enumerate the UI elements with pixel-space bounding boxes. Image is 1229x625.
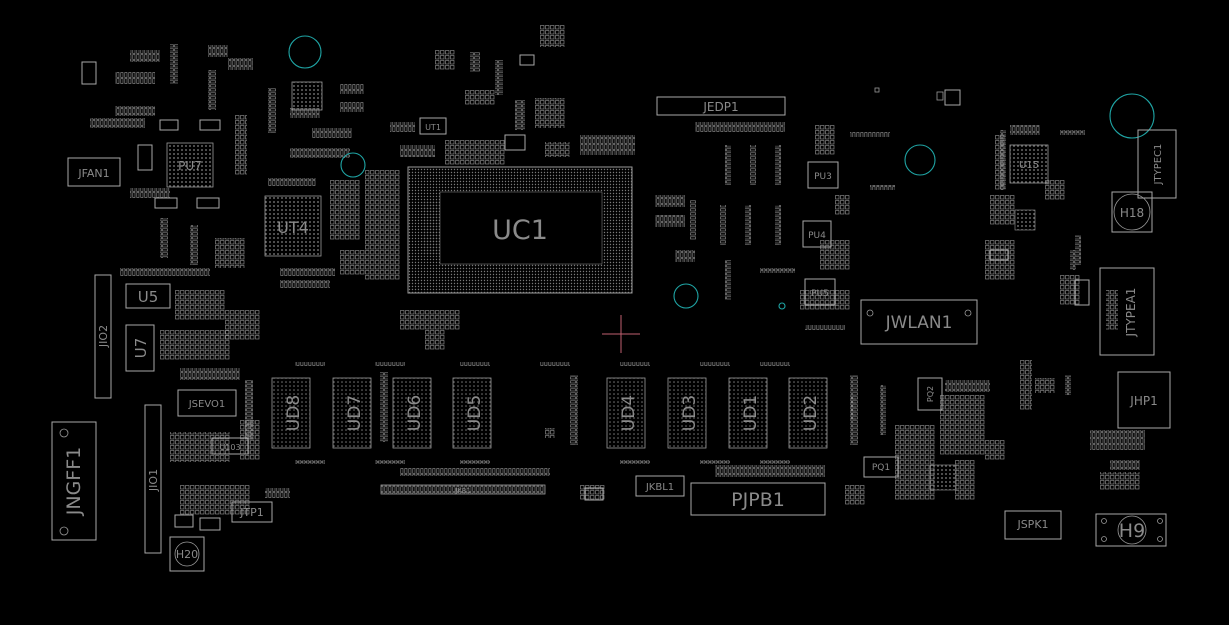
label-jngff1: JNGFF1 <box>63 447 85 517</box>
label-u7: U7 <box>132 338 150 359</box>
label-jtypea1: JTYPEA1 <box>1124 288 1138 338</box>
component-h18[interactable]: H18 <box>1111 191 1153 233</box>
component-jio2[interactable]: JIO2 <box>94 274 112 399</box>
label-ud4: UD4 <box>619 395 639 431</box>
label-ud6: UD6 <box>405 395 425 431</box>
label-jspk1: JSPK1 <box>1016 518 1048 531</box>
component-ut1[interactable]: UT1 <box>419 117 447 135</box>
component-ud1[interactable]: UD1 <box>728 377 768 449</box>
component-pu4[interactable]: PU4 <box>802 220 832 248</box>
component-jkb1[interactable]: JKB1 <box>380 484 546 495</box>
label-ud1: UD1 <box>741 395 761 431</box>
component-jtp1[interactable]: JTP1 <box>231 501 273 523</box>
component-jspk1[interactable]: JSPK1 <box>1004 510 1062 540</box>
component-jhp1[interactable]: JHP1 <box>1117 371 1171 429</box>
component-ud8[interactable]: UD8 <box>271 377 311 449</box>
component-pjpb1[interactable]: PJPB1 <box>690 482 826 516</box>
label-jhp1: JHP1 <box>1129 394 1157 408</box>
component-h9[interactable]: H9 <box>1095 513 1167 547</box>
component-ud6[interactable]: UD6 <box>392 377 432 449</box>
label-ud5: UD5 <box>465 395 485 431</box>
label-u103: U103 <box>219 443 240 452</box>
label-jsevo1: JSEVO1 <box>188 399 226 410</box>
label-pu3: PU3 <box>814 172 832 182</box>
label-jfan1: JFAN1 <box>77 167 109 180</box>
label-pu5: PU5 <box>811 289 829 299</box>
label-jtp1: JTP1 <box>239 506 264 519</box>
component-u103[interactable]: U103 <box>211 437 249 455</box>
component-ud2[interactable]: UD2 <box>788 377 828 449</box>
component-jwlan1[interactable]: JWLAN1 <box>860 299 978 345</box>
component-pq1[interactable]: PQ1 <box>863 456 899 478</box>
label-pq1: PQ1 <box>872 463 890 473</box>
label-uc1: UC1 <box>492 215 548 246</box>
component-jtypec1[interactable]: JTYPEC1 <box>1137 129 1177 199</box>
label-pjpb1: PJPB1 <box>731 489 785 511</box>
component-pu3[interactable]: PU3 <box>807 161 839 189</box>
small-ics <box>81 61 1090 531</box>
label-pu7: PU7 <box>178 159 202 173</box>
component-u5[interactable]: U5 <box>125 283 171 309</box>
component-uc1[interactable]: UC1 <box>407 166 633 294</box>
component-pq2[interactable]: PQ2 <box>917 377 943 411</box>
component-ud4[interactable]: UD4 <box>606 377 646 449</box>
component-jedp1[interactable]: JEDP1 <box>656 96 786 116</box>
label-ud2: UD2 <box>801 395 821 431</box>
label-ud8: UD8 <box>284 395 304 431</box>
component-h20[interactable]: H20 <box>169 536 205 572</box>
component-jkbl1[interactable]: JKBL1 <box>635 475 685 497</box>
component-ud3[interactable]: UD3 <box>667 377 707 449</box>
label-ut4: UT4 <box>277 218 309 237</box>
label-ud7: UD7 <box>345 395 365 431</box>
label-pu4: PU4 <box>808 231 826 241</box>
component-u7[interactable]: U7 <box>125 324 155 372</box>
label-h9: H9 <box>1119 520 1145 542</box>
component-u15[interactable]: U15 <box>1009 144 1049 184</box>
label-h20: H20 <box>176 548 198 561</box>
component-jsevo1[interactable]: JSEVO1 <box>177 389 237 417</box>
label-jkbl1: JKBL1 <box>645 482 674 493</box>
label-jio2: JIO2 <box>97 325 110 348</box>
crosshair-cursor-icon <box>602 315 640 353</box>
label-jtypec1: JTYPEC1 <box>1153 144 1164 186</box>
label-h18: H18 <box>1120 206 1144 220</box>
label-jwlan1: JWLAN1 <box>885 313 953 333</box>
label-jkb1: JKB1 <box>454 487 471 495</box>
label-pq2: PQ2 <box>926 386 935 402</box>
passive-components <box>90 25 1145 515</box>
label-jedp1: JEDP1 <box>702 100 738 114</box>
label-jio1: JIO1 <box>147 469 160 492</box>
label-ut1: UT1 <box>425 123 441 132</box>
component-ud5[interactable]: UD5 <box>452 377 492 449</box>
component-ud7[interactable]: UD7 <box>332 377 372 449</box>
component-pu5[interactable]: PU5 <box>804 278 836 306</box>
component-jio1[interactable]: JIO1 <box>144 404 162 554</box>
label-ud3: UD3 <box>680 395 700 431</box>
component-ut4[interactable]: UT4 <box>264 195 322 257</box>
mounting-holes <box>288 35 1155 310</box>
component-jfan1[interactable]: JFAN1 <box>67 157 121 187</box>
component-jtypea1[interactable]: JTYPEA1 <box>1099 267 1155 356</box>
label-u15: U15 <box>1019 160 1039 171</box>
label-u5: U5 <box>138 288 159 306</box>
component-jngff1[interactable]: JNGFF1 <box>51 421 97 541</box>
component-pu7[interactable]: PU7 <box>166 142 214 188</box>
